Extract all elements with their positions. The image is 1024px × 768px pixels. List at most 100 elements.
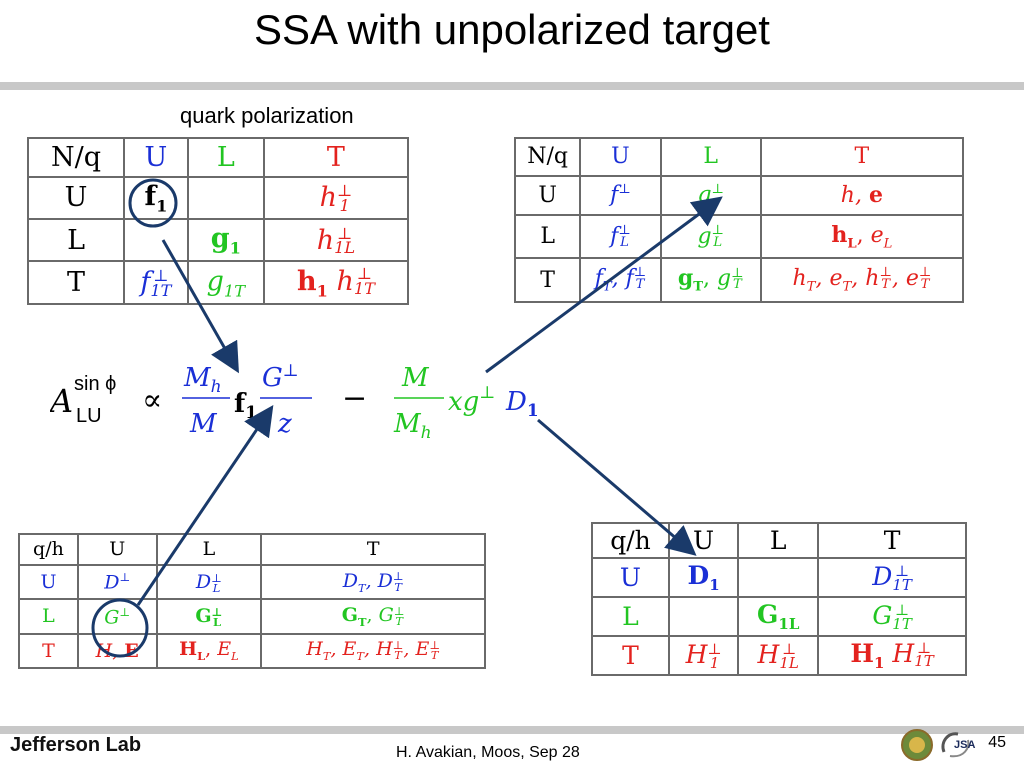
cell-G1L: G1L (737, 595, 820, 637)
header-cell: U (579, 137, 662, 177)
table-header-row: N/q U L T (513, 137, 965, 177)
table-header-row: q/h U L T (591, 522, 967, 559)
formula-D1: D1 (505, 387, 539, 421)
jsa-logo-text: JSA (954, 739, 975, 751)
header-cell: q/h (18, 533, 79, 566)
cell-H-E: H, E (76, 632, 158, 670)
row-label: L (26, 217, 126, 263)
table-row: L G⊥ G⊥L GT, G⊥T (18, 598, 486, 635)
cell-hT-eT-hTperp-eTperp: hT, eT, h⊥T, e⊥T (759, 257, 965, 303)
top-divider (0, 82, 1024, 90)
table-row: T H⊥1 H⊥1L H1 H⊥1T (591, 634, 967, 677)
header-cell: T (260, 533, 486, 566)
row-label: T (513, 257, 582, 303)
row-label: U (26, 175, 126, 221)
fragmentation-table-twist2: q/h U L T U D1 D⊥1T L G1L G⊥1T T H⊥1 H⊥1… (591, 522, 967, 677)
header-cell: T (817, 522, 967, 559)
cell-h1Lperp: h⊥1L (262, 217, 410, 263)
empty-cell (186, 175, 265, 221)
formula-f1: f1 (234, 389, 257, 423)
header-cell: U (667, 522, 740, 559)
cell-DLperp: D⊥L (155, 563, 263, 601)
cell-Dperp: D⊥ (76, 563, 158, 601)
jefferson-lab-logo: Jefferson Lab (10, 734, 142, 756)
cell-gT-gTperp: gT, g⊥T (659, 257, 762, 303)
cell-gperp: g⊥ (659, 174, 762, 216)
cell-H1-H1Tperp: H1 H⊥1T (817, 634, 967, 677)
row-label: T (591, 634, 670, 677)
table-header-row: q/h U L T (18, 533, 486, 566)
proportional-symbol: ∝ (142, 383, 162, 418)
table-row: L G1L G⊥1T (591, 595, 967, 637)
row-label: T (26, 260, 126, 305)
footer-text: H. Avakian, Moos, Sep 28 (396, 744, 580, 761)
bottom-divider (0, 726, 1024, 734)
asymmetry-symbol: A (50, 382, 73, 420)
empty-cell (667, 595, 740, 637)
formula-xgperp: xg⊥ (448, 383, 495, 417)
header-cell: L (155, 533, 263, 566)
numerator-Gperp: G⊥ (262, 361, 299, 393)
jsa-logo-icon: JSA (941, 732, 975, 758)
row-label: T (18, 632, 79, 670)
cell-fLperp: f⊥L (579, 213, 662, 260)
minus-sign: − (342, 381, 367, 416)
header-cell: L (737, 522, 820, 559)
table-row: T fT, f⊥T gT, g⊥T hT, eT, h⊥T, e⊥T (513, 257, 965, 303)
cell-g1: g1 (186, 217, 265, 263)
cell-f1: f1 (123, 175, 189, 221)
cell-H1Lperp: H⊥1L (737, 634, 820, 677)
header-cell: U (123, 137, 189, 178)
cell-D1: D1 (667, 556, 740, 598)
fragmentation-table-twist3: q/h U L T U D⊥ D⊥L DT, D⊥T L G⊥ G⊥L GT, … (18, 533, 486, 670)
table-row: U D⊥ D⊥L DT, D⊥T (18, 563, 486, 601)
cell-gLperp: g⊥L (659, 213, 762, 260)
asym-superscript: sin ϕ (74, 373, 116, 395)
quark-polarization-label: quark polarization (180, 103, 354, 128)
distribution-table-twist2: N/q U L T U f1 h⊥1 L g1 h⊥1L T f⊥1T g1T … (26, 137, 410, 305)
cell-h-e: h, e (759, 174, 965, 216)
cell-h1perp: h⊥1 (262, 175, 410, 221)
table-header-row: N/q U L T (26, 137, 410, 178)
table-row: U f1 h⊥1 (26, 175, 410, 221)
empty-cell (737, 556, 820, 598)
denominator-z: z (277, 409, 292, 439)
table-row: L g1 h⊥1L (26, 217, 410, 263)
table-row: L f⊥L g⊥L hL, eL (513, 213, 965, 260)
row-label: L (591, 595, 670, 637)
cell-fT-fTperp: fT, f⊥T (579, 257, 662, 303)
header-cell: T (759, 137, 965, 177)
numerator-Mh: Mh (183, 363, 222, 397)
header-cell: L (186, 137, 265, 178)
row-label: U (513, 174, 582, 216)
empty-cell (123, 217, 189, 263)
header-cell: U (76, 533, 158, 566)
denominator-M: M (189, 409, 218, 439)
cell-H1perp: H⊥1 (667, 634, 740, 677)
table-row: T H, E HL, EL HT, ET, H⊥T, E⊥T (18, 632, 486, 670)
numerator-M: M (401, 363, 430, 393)
cell-G1Tperp: G⊥1T (817, 595, 967, 637)
doe-seal-icon (901, 729, 933, 761)
cell-Gperp: G⊥ (76, 598, 158, 635)
cell-g1T: g1T (186, 260, 265, 305)
cell-GLperp: G⊥L (155, 598, 263, 635)
row-label: U (18, 563, 79, 601)
row-label: L (513, 213, 582, 260)
row-label: U (591, 556, 670, 598)
cell-HT-ET-HTperp-ETperp: HT, ET, H⊥T, E⊥T (260, 632, 486, 670)
formula-graphic: A sin ϕ LU ∝ Mh M f1 G⊥ z − M Mh xg⊥ D1 (47, 361, 539, 443)
denominator-Mh: Mh (393, 409, 432, 443)
cell-HL-EL: HL, EL (155, 632, 263, 670)
cell-f1Tperp: f⊥1T (123, 260, 189, 305)
asymmetry-formula: A sin ϕ LU ∝ Mh M f1 G⊥ z − M Mh xg⊥ D1 (47, 360, 610, 450)
table-row: U f⊥ g⊥ h, e (513, 174, 965, 216)
cell-fperp: f⊥ (579, 174, 662, 216)
cell-h1-h1Tperp: h1 h⊥1T (262, 260, 410, 305)
header-cell: N/q (26, 137, 126, 178)
table-row: U D1 D⊥1T (591, 556, 967, 598)
slide-title: SSA with unpolarized target (254, 6, 770, 53)
cell-DT-DTperp: DT, D⊥T (260, 563, 486, 601)
page-number: 45 (988, 734, 1006, 751)
cell-hL-eL: hL, eL (759, 213, 965, 260)
